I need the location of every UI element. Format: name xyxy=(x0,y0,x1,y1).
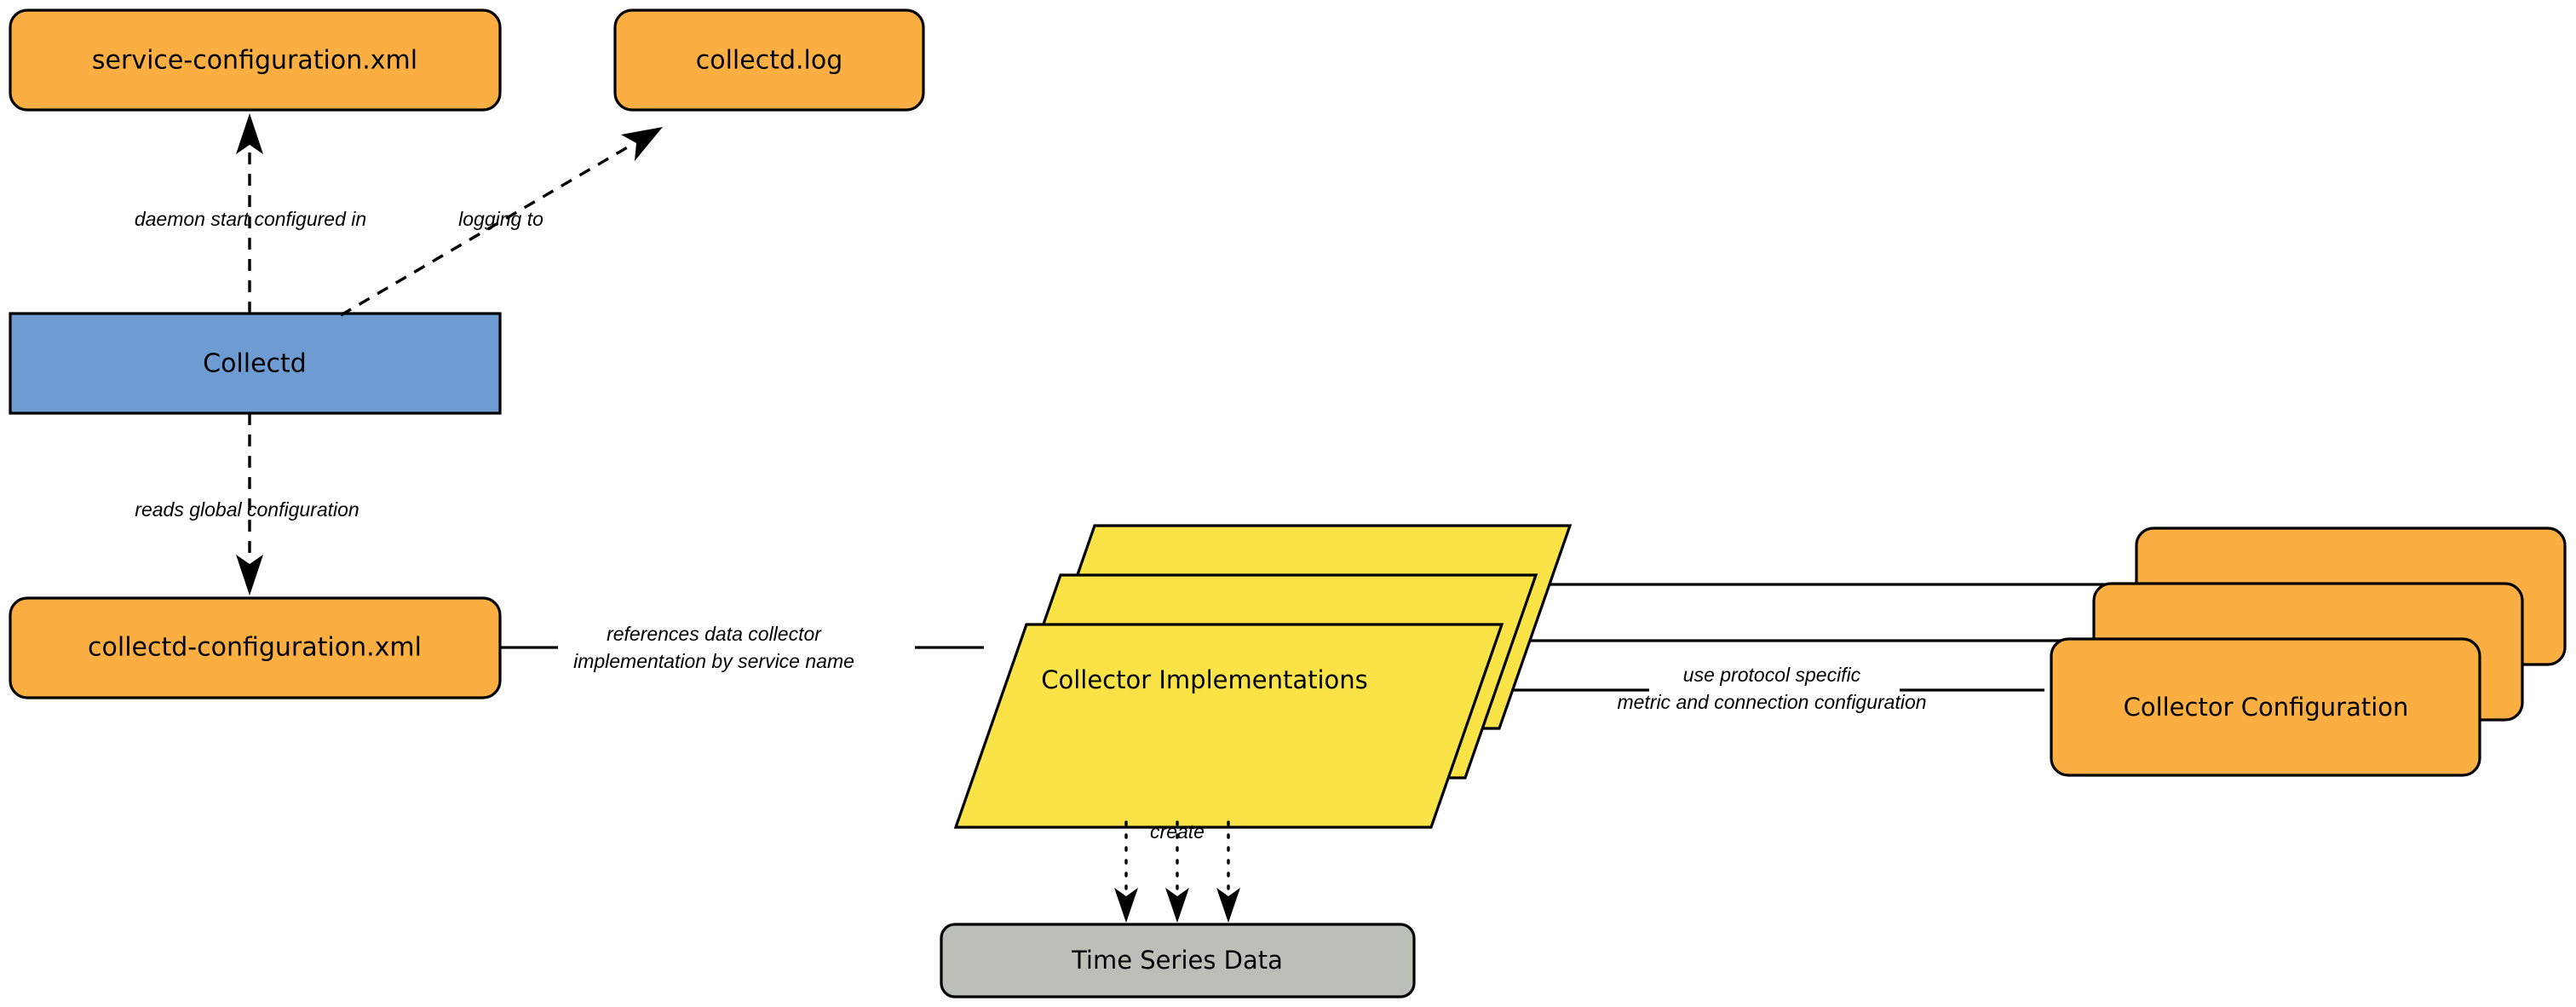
edge-label-create: create xyxy=(1150,820,1205,843)
config-box-front xyxy=(2050,637,2481,777)
arrowhead-reads-global-config xyxy=(236,555,263,596)
node-collectd-configuration-xml[interactable]: collectd-configuration.xml xyxy=(9,596,502,699)
node-collector-configuration[interactable]: Collector Configuration xyxy=(2050,527,2567,777)
edge-label-logging-to: logging to xyxy=(458,208,543,230)
arrowhead-create-1 xyxy=(1114,888,1138,923)
node-label-collectd: Collectd xyxy=(203,349,307,379)
edge-label-references-impl: references data collector implementation… xyxy=(573,623,854,672)
arrowhead-logging-to xyxy=(621,127,663,161)
edge-label-use-protocol-specific-line1: use protocol specific xyxy=(1683,664,1861,686)
node-label-collectd-configuration-xml: collectd-configuration.xml xyxy=(88,633,422,663)
node-collectd[interactable]: Collectd xyxy=(9,312,502,415)
edge-create xyxy=(1114,820,1240,923)
node-label-collector-configuration: Collector Configuration xyxy=(2124,693,2409,722)
node-collector-implementations[interactable]: Collector Implementations xyxy=(953,524,1573,829)
edge-label-references-impl-line2: implementation by service name xyxy=(573,650,854,672)
parallelogram-front xyxy=(953,623,1504,829)
node-label-time-series-data: Time Series Data xyxy=(1071,946,1283,975)
edge-use-protocol-specific xyxy=(1508,583,2106,692)
edge-logging-to xyxy=(340,127,663,317)
edge-label-use-protocol-specific: use protocol specific metric and connect… xyxy=(1617,664,1926,713)
edge-label-reads-global-configuration: reads global configuration xyxy=(135,498,359,521)
arrowhead-daemon-start xyxy=(236,113,263,154)
node-label-collectd-log: collectd.log xyxy=(696,46,843,76)
arrowhead-create-3 xyxy=(1216,888,1240,923)
node-label-service-configuration-xml: service-configuration.xml xyxy=(92,46,417,76)
arrowhead-create-2 xyxy=(1165,888,1189,923)
edge-label-use-protocol-specific-line2: metric and connection configuration xyxy=(1617,691,1926,713)
node-time-series-data[interactable]: Time Series Data xyxy=(940,923,1416,998)
edge-reads-global-config xyxy=(236,413,263,596)
node-service-configuration-xml[interactable]: service-configuration.xml xyxy=(9,9,502,112)
node-collectd-log[interactable]: collectd.log xyxy=(613,9,925,112)
edge-label-references-impl-line1: references data collector xyxy=(607,623,822,645)
node-label-collector-implementations: Collector Implementations xyxy=(1041,665,1368,694)
edge-label-daemon-start: daemon start configured in xyxy=(135,208,366,230)
edge-daemon-start xyxy=(236,113,263,314)
